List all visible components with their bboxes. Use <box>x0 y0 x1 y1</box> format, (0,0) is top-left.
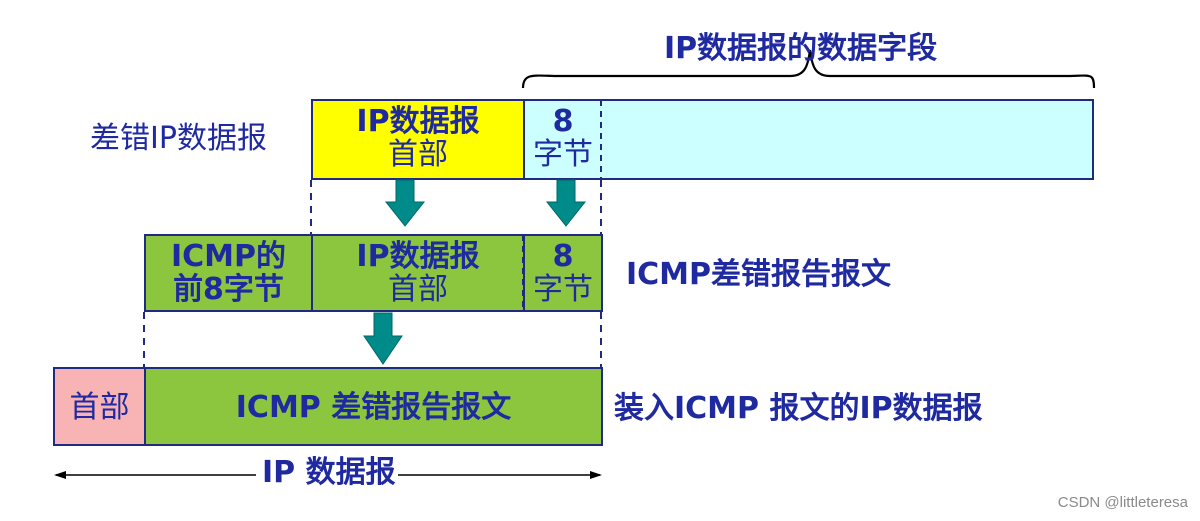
middle-header-line2: 首部 <box>388 272 448 307</box>
top-header-line2: 首部 <box>388 137 448 172</box>
bottom-icmp-box <box>144 367 603 446</box>
arrow-right-icon <box>590 471 602 479</box>
top-header-line1: IP数据报 <box>356 104 480 139</box>
middle-header-line1: IP数据报 <box>356 239 480 274</box>
error-ip-row-label: 差错IP数据报 <box>90 121 267 156</box>
error-ip-data-box <box>523 99 1094 180</box>
icmp-first8-line1: ICMP的 <box>170 239 287 274</box>
bottom-header-box <box>53 367 146 446</box>
error-ip-header-box <box>311 99 525 180</box>
bottom-icmp-label: ICMP 差错报告报文 <box>235 390 512 425</box>
data-field-brace <box>521 49 1096 89</box>
icmp-error-report-label: ICMP差错报告报文 <box>626 257 892 292</box>
middle-8bytes-line1: 8 <box>552 239 574 274</box>
arrow-left-icon <box>54 471 66 479</box>
bottom-header-label: 首部 <box>69 390 130 425</box>
top-8bytes-line1: 8 <box>552 104 574 139</box>
data-field-label: IP数据报的数据字段 <box>664 31 938 66</box>
icmp-first8-box <box>144 234 313 312</box>
down-arrow-icon <box>363 312 403 365</box>
middle-8bytes-line2: 字节 <box>533 272 593 307</box>
encapsulated-ip-label: 装入ICMP 报文的IP数据报 <box>614 391 983 426</box>
down-arrow-icon <box>545 179 587 227</box>
top-8bytes-line2: 字节 <box>533 137 593 172</box>
ip-datagram-span-label: IP 数据报 <box>262 455 396 490</box>
icmp-first8-line2: 前8字节 <box>173 272 284 307</box>
down-arrow-icon <box>384 179 426 227</box>
watermark: CSDN @littleteresa <box>1057 494 1188 511</box>
